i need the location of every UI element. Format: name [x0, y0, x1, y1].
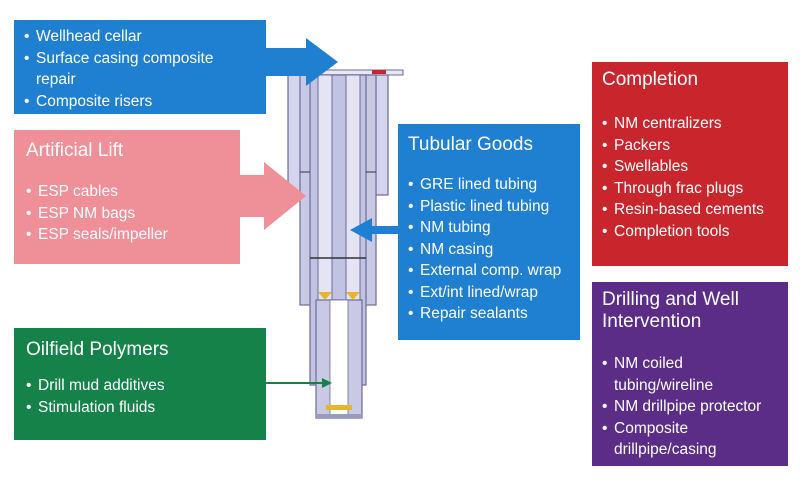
tubular-goods-item: NM casing	[408, 239, 572, 261]
packer-right	[346, 292, 360, 300]
wellhead-item: Surface casing composite repair	[24, 48, 258, 91]
oilfield-polymers-item: Stimulation fluids	[26, 397, 256, 419]
drilling-title: Drilling and Well Intervention	[602, 289, 739, 332]
completion-list: NM centralizers Packers Swellables Throu…	[602, 113, 780, 242]
tubular-goods-item: External comp. wrap	[408, 260, 572, 282]
shoe-bottom	[316, 414, 362, 418]
tubular-goods-item: Ext/int lined/wrap	[408, 282, 572, 304]
tubular-goods-title: Tubular Goods	[408, 134, 533, 155]
completion-item: Swellables	[602, 156, 780, 178]
completion-item: Through frac plugs	[602, 178, 780, 200]
drilling-list: NM coiled tubing/wireline NM drillpipe p…	[602, 353, 780, 461]
drilling-box: Drilling and Well Intervention NM coiled…	[592, 282, 788, 466]
tubular-goods-item: Plastic lined tubing	[408, 196, 572, 218]
oilfield-polymers-title: Oilfield Polymers	[26, 339, 169, 360]
packer-left	[318, 292, 332, 300]
oilfield-polymers-list: Drill mud additives Stimulation fluids	[26, 375, 256, 418]
wellhead-item: Wellhead cellar	[24, 26, 258, 48]
arrow-polymers-head	[322, 378, 332, 388]
wellhead-box: Wellhead cellar Surface casing composite…	[14, 20, 266, 114]
oilfield-polymers-box: Oilfield Polymers Drill mud additives St…	[14, 328, 266, 440]
wellhead-red-marker-right	[372, 70, 386, 74]
artificial-lift-item: ESP cables	[26, 181, 230, 203]
artificial-lift-item: ESP seals/impeller	[26, 224, 230, 246]
wellhead-list: Wellhead cellar Surface casing composite…	[24, 26, 258, 112]
wellhead-item: Composite risers	[24, 91, 258, 113]
tubular-goods-list: GRE lined tubing Plastic lined tubing NM…	[408, 174, 572, 325]
artificial-lift-item: ESP NM bags	[26, 203, 230, 225]
artificial-lift-title: Artificial Lift	[26, 140, 124, 161]
plug-bottom	[326, 405, 352, 410]
drilling-item: Composite drillpipe/casing	[602, 418, 780, 461]
tubular-goods-box: Tubular Goods GRE lined tubing Plastic l…	[398, 124, 580, 340]
completion-box: Completion NM centralizers Packers Swell…	[592, 62, 788, 266]
tubular-goods-item: NM tubing	[408, 217, 572, 239]
arrow-tubular-goods	[350, 218, 398, 242]
arrow-wellhead	[266, 38, 338, 86]
completion-item: NM centralizers	[602, 113, 780, 135]
drilling-item: NM drillpipe protector	[602, 396, 780, 418]
artificial-lift-box: Artificial Lift ESP cables ESP NM bags E…	[14, 130, 240, 264]
artificial-lift-list: ESP cables ESP NM bags ESP seals/impelle…	[26, 181, 230, 246]
completion-item: Completion tools	[602, 221, 780, 243]
tubular-goods-item: Repair sealants	[408, 303, 572, 325]
arrow-artificial-lift	[240, 162, 306, 230]
completion-title: Completion	[602, 69, 699, 90]
drilling-item: NM coiled tubing/wireline	[602, 353, 780, 396]
tubular-goods-item: GRE lined tubing	[408, 174, 572, 196]
completion-item: Resin-based cements	[602, 199, 780, 221]
liner-bore	[329, 299, 349, 419]
completion-item: Packers	[602, 135, 780, 157]
oilfield-polymers-item: Drill mud additives	[26, 375, 256, 397]
